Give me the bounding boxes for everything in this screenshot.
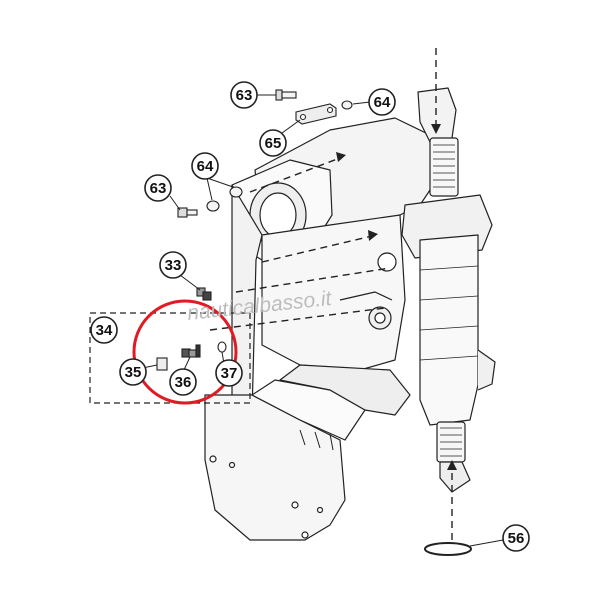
svg-text:56: 56 [508,530,525,547]
callout-65: 65 [259,129,287,157]
callout-35: 35 [119,358,147,386]
arrow-heads [336,124,457,470]
callout-64-left: 64 [191,152,219,180]
callout-33: 33 [159,251,187,279]
svg-text:33: 33 [165,257,182,274]
hardware-parts [156,89,472,556]
part-callouts: 63 64 65 64 63 33 34 35 [90,81,530,552]
callout-56: 56 [502,524,530,552]
svg-text:35: 35 [125,364,142,381]
screw-63-top [275,89,297,101]
callout-63-left: 63 [144,174,172,202]
svg-text:65: 65 [265,135,282,152]
leader-lines [132,94,504,547]
drive-housing [204,117,441,541]
washer-64-left-b [229,186,243,198]
o-ring-56 [424,542,472,556]
callout-36: 36 [169,368,197,396]
washer-64-top [341,100,353,110]
screw-63-left [177,207,198,218]
svg-text:36: 36 [175,374,192,391]
svg-text:63: 63 [236,87,253,104]
vertical-shaft-assembly [401,87,496,493]
sensor-36 [181,344,201,358]
fitting-33 [196,287,212,301]
svg-text:64: 64 [197,158,214,175]
o-ring-37 [217,341,227,353]
callout-34: 34 [90,316,118,344]
svg-text:63: 63 [150,180,167,197]
callout-64-top: 64 [368,88,396,116]
kit-34-box [89,312,251,404]
assembly-guide-lines [209,48,453,540]
svg-text:34: 34 [96,322,113,339]
svg-text:64: 64 [374,94,391,111]
callout-37: 37 [215,359,243,387]
washer-64-left-a [206,200,220,212]
plug-35 [156,357,168,371]
highlight-circle [132,299,238,405]
callout-63-top: 63 [230,81,258,109]
svg-text:37: 37 [221,365,238,382]
bracket-65 [295,103,337,125]
